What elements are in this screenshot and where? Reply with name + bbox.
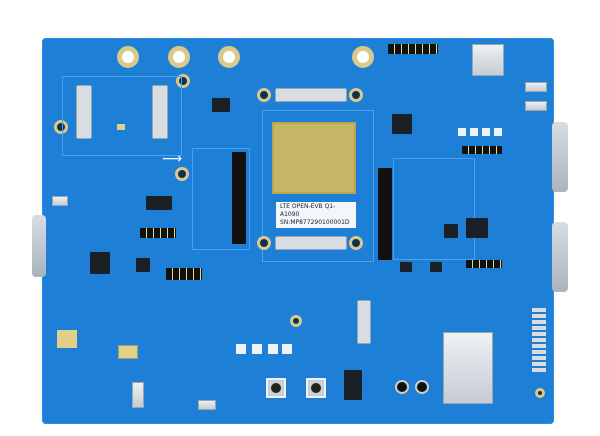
pin-header (466, 260, 502, 268)
ic-chip (466, 218, 488, 238)
flex-connector (357, 300, 371, 344)
bottom-connector (275, 236, 347, 250)
mount-via (54, 120, 68, 134)
mount-via (349, 236, 363, 250)
module-label: LTE OPEN-EVB Q1-A1090 SN:MP877290100001D (276, 202, 356, 228)
led-pow (282, 344, 292, 354)
board-to-board-connector (152, 85, 168, 139)
power-switch[interactable] (132, 382, 144, 408)
sub-board-outline (62, 76, 182, 156)
slide-switch[interactable] (525, 101, 547, 111)
audio-jack[interactable] (344, 370, 362, 400)
db9-com-port-left[interactable] (32, 215, 46, 277)
ic-chip (392, 114, 412, 134)
slide-switch[interactable] (52, 196, 68, 206)
mount-via (257, 88, 271, 102)
arrow-right-icon: ⟶ (162, 151, 183, 167)
gpio-header-right (378, 168, 392, 260)
top-connector (275, 88, 347, 102)
sim-card-holder[interactable] (443, 332, 493, 404)
module-outline (262, 110, 374, 262)
led (470, 128, 478, 136)
slide-switch[interactable] (525, 82, 547, 92)
mount-via (349, 88, 363, 102)
module-label-line1: LTE OPEN-EVB Q1-A1090 (280, 203, 336, 218)
antenna-connector-2 (168, 46, 190, 68)
pwrkey-button[interactable] (266, 378, 286, 398)
antenna-connector-1 (117, 46, 139, 68)
mount-via (175, 167, 189, 181)
led-status (252, 344, 262, 354)
gpio-table-left (192, 148, 250, 250)
reset-button[interactable] (306, 378, 326, 398)
lte-module-shield (272, 122, 356, 194)
ic-chip (400, 262, 412, 272)
pin-header (166, 268, 202, 280)
ic-chip (444, 224, 458, 238)
mount-via (535, 388, 545, 398)
mount-via (257, 236, 271, 250)
led-power (236, 344, 246, 354)
side-pin-header (532, 308, 546, 374)
capacitor (117, 124, 125, 130)
gpio-header-left (232, 152, 246, 244)
pin-header-top (388, 44, 438, 54)
ic-chip (146, 196, 172, 210)
ic-chip (90, 252, 110, 274)
led (482, 128, 490, 136)
antenna-connector-3 (218, 46, 240, 68)
pin-header (140, 228, 176, 238)
led (494, 128, 502, 136)
mic-jack (395, 380, 409, 394)
db9-com-port-debug[interactable] (552, 222, 568, 292)
ic-chip (212, 98, 230, 112)
micro-sd-slot[interactable] (472, 44, 504, 76)
board-to-board-connector (76, 85, 92, 139)
gpio-table-right (393, 158, 475, 260)
db9-com-port-uart1[interactable] (552, 122, 568, 192)
tantalum-capacitor (118, 345, 138, 359)
antenna-connector-4 (352, 46, 374, 68)
speaker-jack (415, 380, 429, 394)
module-label-line2: SN:MP877290100001D (280, 219, 350, 226)
gold-test-pad (57, 330, 77, 348)
mount-via (176, 74, 190, 88)
pin-header (462, 146, 502, 154)
ic-chip (136, 258, 150, 272)
ic-chip (430, 262, 442, 272)
led (458, 128, 466, 136)
led-net (268, 344, 278, 354)
mount-via (290, 315, 302, 327)
micro-usb-port[interactable] (198, 400, 216, 410)
